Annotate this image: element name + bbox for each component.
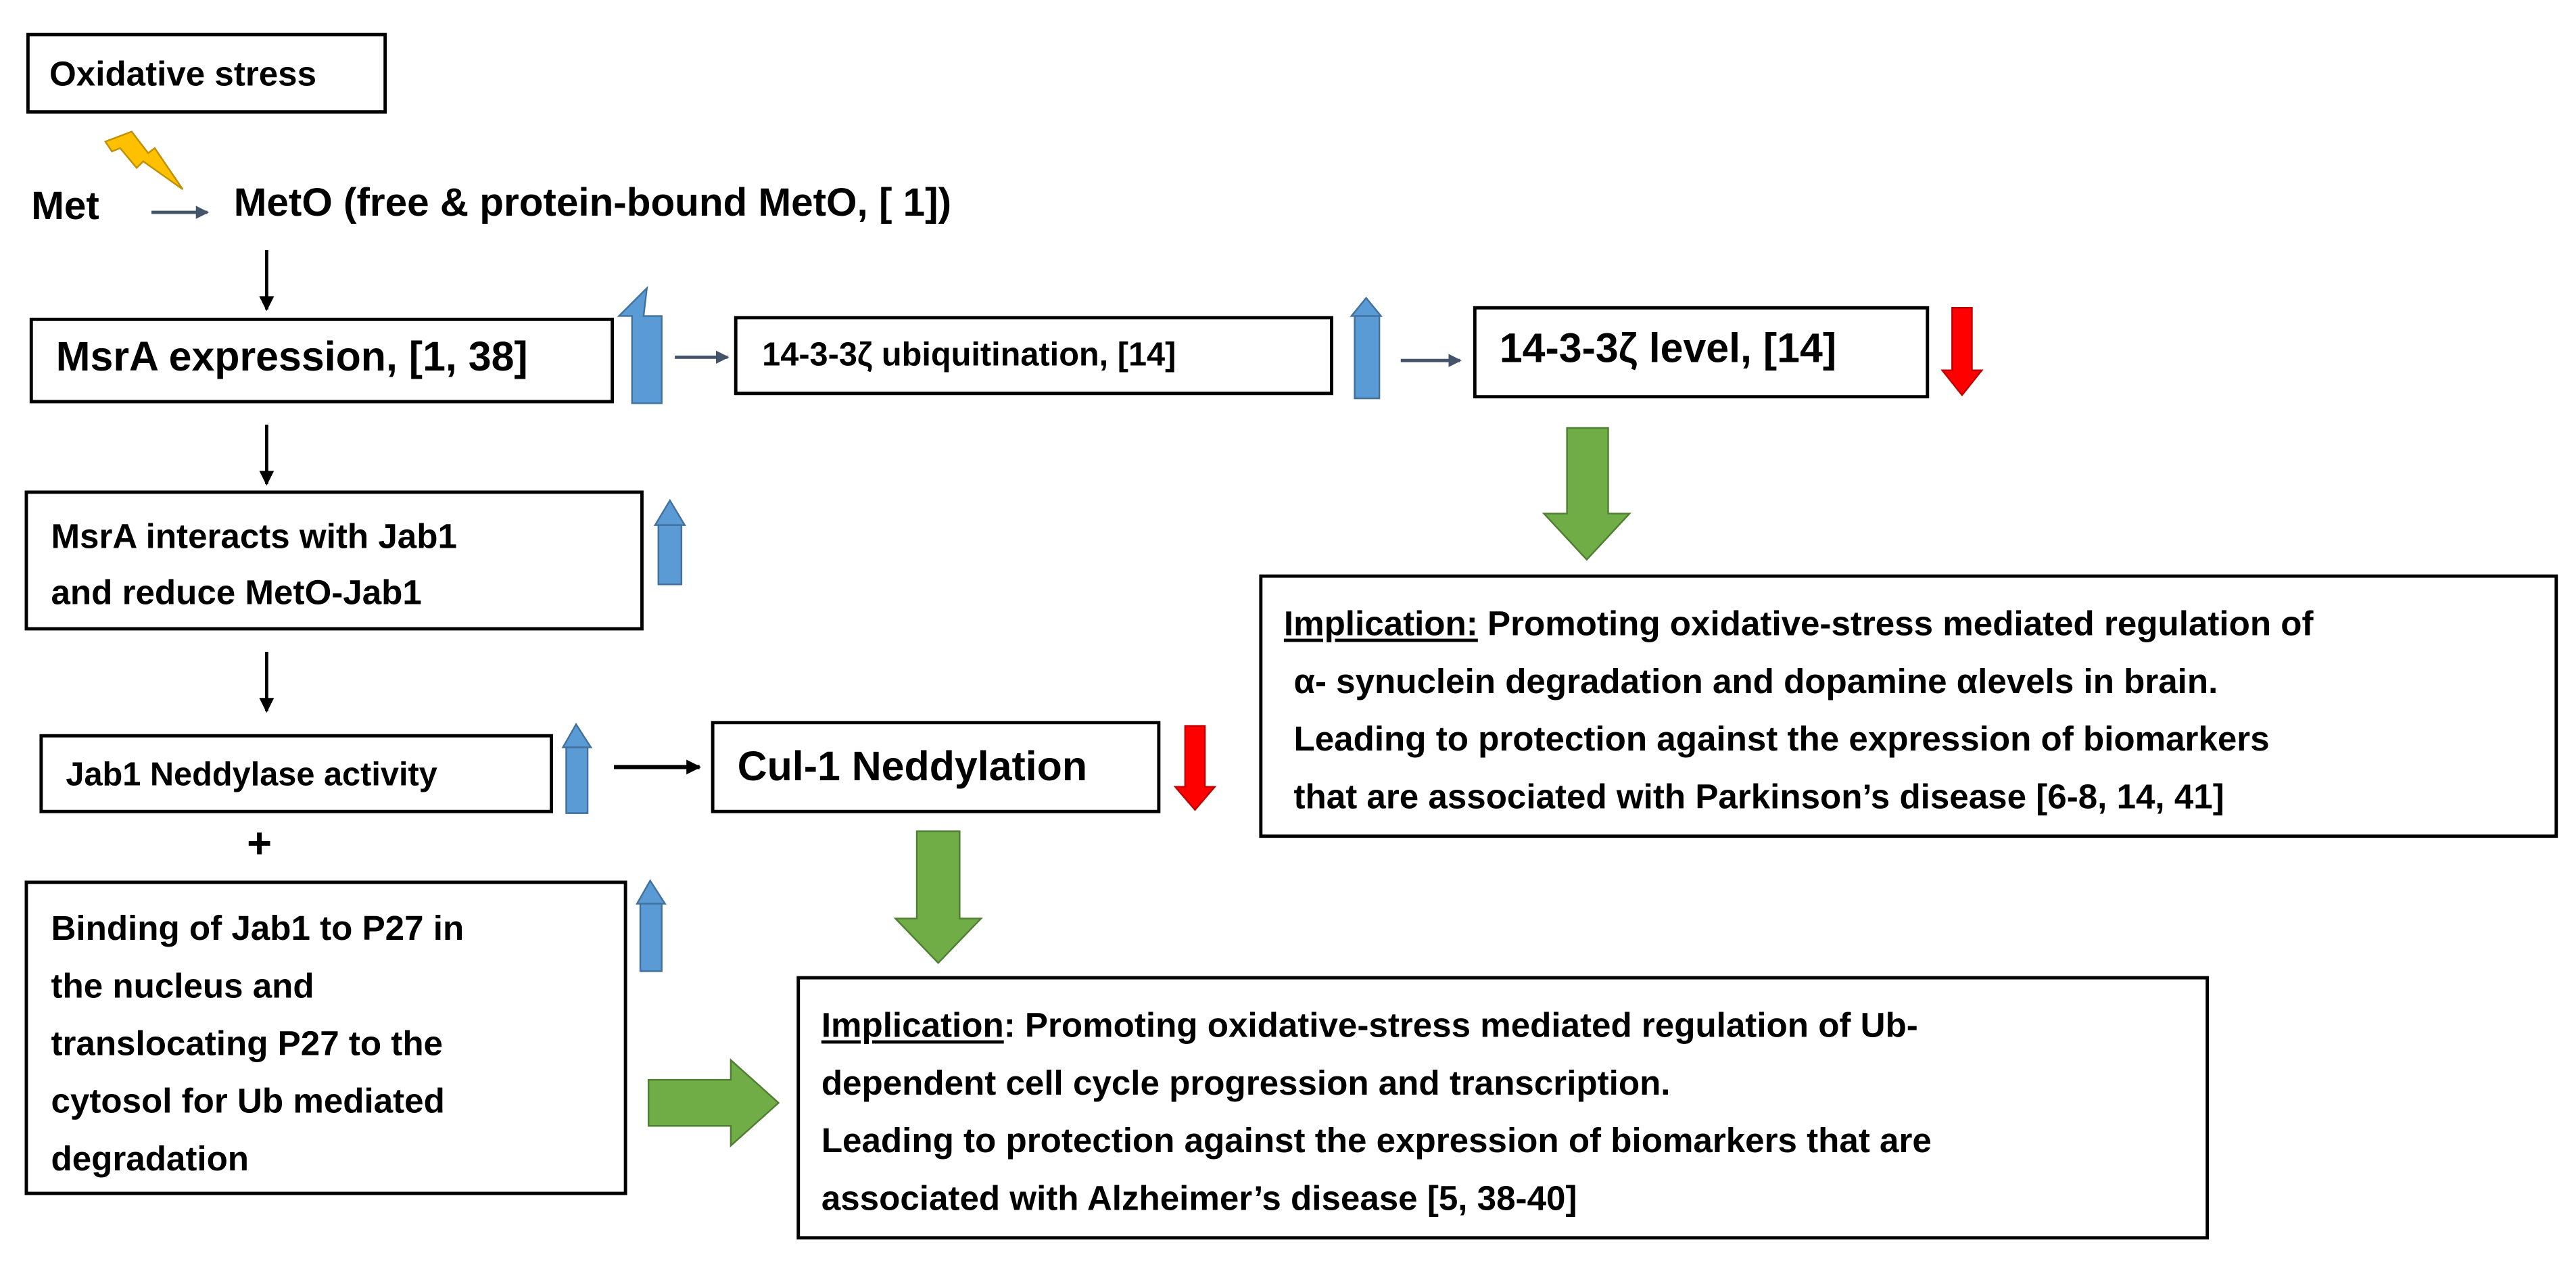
implication-alzheimers-box: Implication: Promoting oxidative-stress …	[796, 976, 2210, 1240]
implication-arrow-down	[1542, 427, 1631, 561]
jab1-neddylase-box: Jab1 Neddylase activity	[39, 734, 553, 813]
ubiquitination-box: 14-3-3ζ ubiquitination, [14]	[734, 316, 1333, 396]
level-1433-box: 14-3-3ζ level, [14]	[1473, 306, 1930, 399]
up-arrow-icon	[617, 285, 663, 404]
oxidative-stress-box: Oxidative stress	[26, 32, 387, 114]
cul1-neddylation-label: Cul-1 Neddylation	[737, 744, 1088, 790]
down-arrow-icon	[1940, 307, 1984, 397]
implication-parkinsons-line-3: Leading to protection against the expres…	[1293, 721, 2270, 759]
implication-parkinsons-line-1-text: Promoting oxidative-stress mediated regu…	[1477, 605, 2314, 644]
implication-alzheimers-line-1-text: : Promoting oxidative-stress mediated re…	[1003, 1007, 1918, 1045]
implication-alzheimers-label: Implication	[821, 1007, 1004, 1045]
implication-alzheimers-line-1: Implication: Promoting oxidative-stress …	[821, 997, 2205, 1055]
up-arrow-icon	[636, 879, 667, 972]
lightning-icon	[103, 130, 184, 190]
implication-alzheimers-line-2: dependent cell cycle progression and tra…	[821, 1065, 1671, 1103]
binding-line-3: translocating P27 to the	[51, 1025, 443, 1064]
implication-arrow-right	[647, 1058, 780, 1148]
implication-parkinsons-line-1: Implication: Promoting oxidative-stress …	[1284, 596, 2554, 653]
implication-parkinsons-box: Implication: Promoting oxidative-stress …	[1259, 574, 2558, 838]
msra-interacts-line-2: and reduce MetO-Jab1	[51, 574, 422, 613]
plus-sign: +	[247, 817, 272, 867]
binding-box: Binding of Jab1 to P27 in the nucleus an…	[24, 880, 627, 1195]
binding-line-1: Binding of Jab1 to P27 in	[51, 910, 464, 949]
implication-parkinsons-line-2: α- synuclein degradation and dopamine αl…	[1293, 663, 2218, 702]
binding-line-2: the nucleus and	[51, 968, 314, 1006]
implication-alzheimers-line-3: Leading to protection against the expres…	[821, 1122, 1932, 1161]
down-arrow-icon	[1173, 725, 1217, 811]
up-arrow-icon	[561, 722, 593, 814]
meto-label: MetO (free & protein-bound MetO, [ 1])	[233, 181, 952, 226]
implication-parkinsons-label: Implication:	[1283, 605, 1478, 644]
ubiquitination-label: 14-3-3ζ ubiquitination, [14]	[762, 337, 1176, 374]
binding-line-5: degradation	[51, 1141, 249, 1179]
msra-interacts-box: MsrA interacts with Jab1 and reduce MetO…	[24, 490, 644, 631]
up-arrow-icon	[653, 498, 686, 586]
implication-parkinsons-line-4: that are associated with Parkinson’s dis…	[1293, 778, 2224, 817]
msra-expression-box: MsrA expression, [1, 38]	[29, 317, 615, 404]
up-arrow-icon	[1350, 296, 1383, 400]
oxidative-stress-label: Oxidative stress	[49, 55, 317, 94]
level-1433-label: 14-3-3ζ level, [14]	[1499, 326, 1837, 373]
msra-expression-label: MsrA expression, [1, 38]	[55, 334, 528, 381]
implication-arrow-down	[893, 830, 983, 964]
cul1-neddylation-box: Cul-1 Neddylation	[711, 721, 1161, 813]
binding-line-4: cytosol for Ub mediated	[51, 1082, 445, 1121]
jab1-neddylase-label: Jab1 Neddylase activity	[66, 757, 437, 794]
msra-interacts-line-1: MsrA interacts with Jab1	[51, 518, 457, 556]
implication-alzheimers-line-4: associated with Alzheimer’s disease [5, …	[821, 1180, 1577, 1218]
met-label: Met	[31, 184, 99, 229]
